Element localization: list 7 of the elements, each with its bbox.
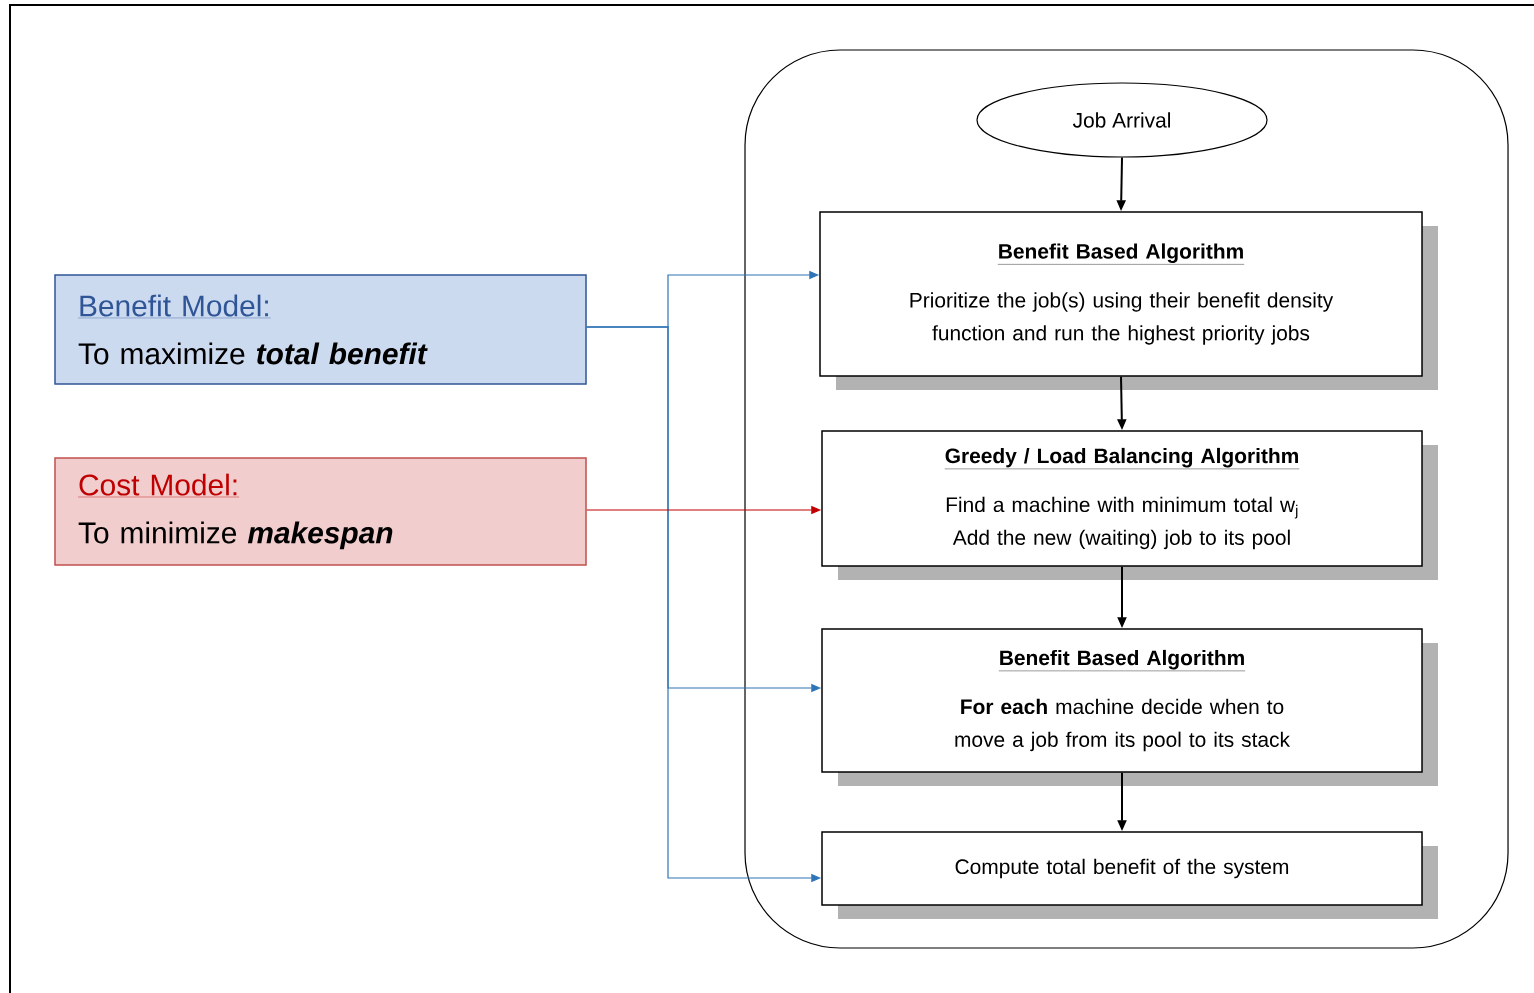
model-box: Cost Model: To minimize makespan bbox=[54, 457, 587, 566]
process-box: Greedy / Load Balancing Algorithm Find a machine with minimum total w$_{j}$ Add the new (waiting) job to its pool bbox=[821, 430, 1438, 580]
model-box: Benefit Model: To maximize total benefit bbox=[54, 274, 587, 385]
process-box: Benefit Based Algorithm For each machine decide when to move a job from its pool to its stack bbox=[821, 628, 1438, 786]
rounded-container bbox=[744, 49, 1509, 949]
process-box: Compute total benefit of the system bbox=[821, 831, 1438, 919]
process-box: Benefit Based Algorithm Prioritize the job(s) using their benefit density function and run the highest priority jobs bbox=[819, 211, 1438, 390]
